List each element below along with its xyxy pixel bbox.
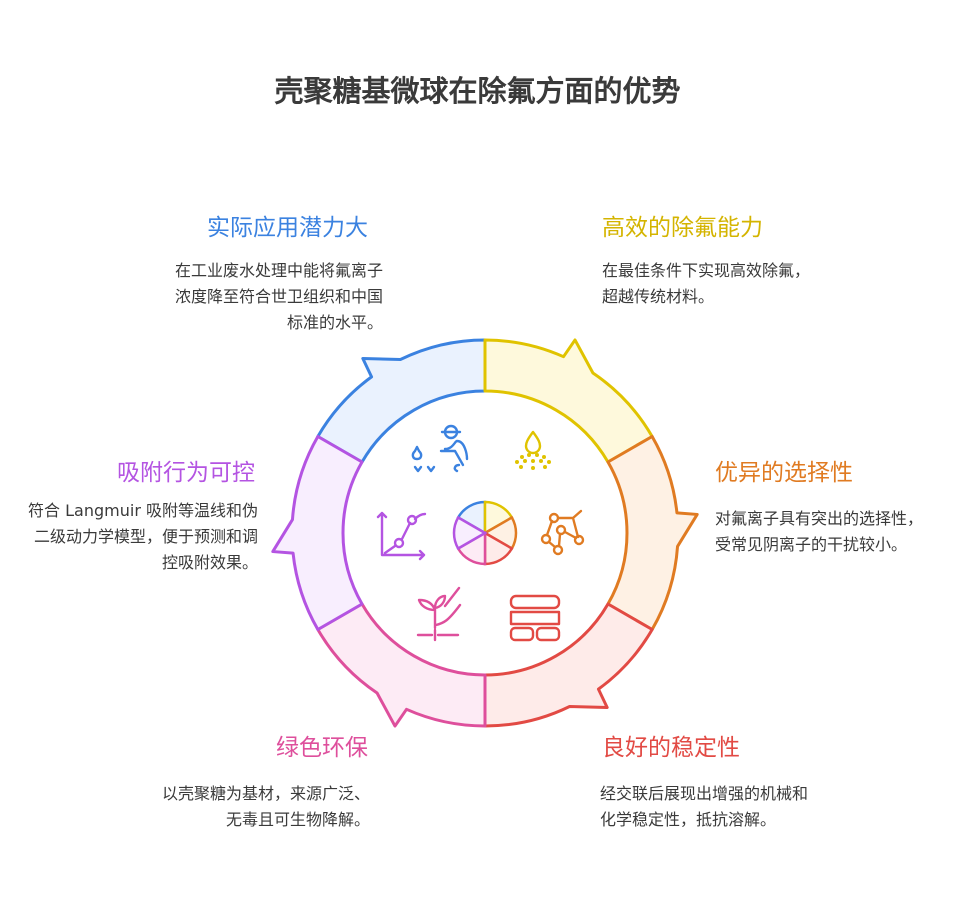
plant-sprout-icon [416, 586, 462, 642]
page-title: 壳聚糖基微球在除氟方面的优势 [274, 74, 681, 108]
ring-segment [483, 338, 654, 464]
line-chart-icon [376, 511, 427, 561]
heading-selectivity: 优异的选择性 [715, 460, 853, 486]
desc-adsorption: 符合 Langmuir 吸附等温线和伪二级动力学模型，便于预测和调控吸附效果。 [28, 501, 258, 572]
heading-adsorption: 吸附行为可控 [117, 460, 255, 486]
ring-segment [316, 338, 487, 464]
desc-green: 以壳聚糖为基材，来源广泛、无毒且可生物降解。 [161, 784, 370, 829]
farmer-watering-icon [411, 424, 469, 473]
ring-segment [606, 435, 699, 631]
ring-segment [316, 602, 487, 728]
heading-efficiency: 高效的除氟能力 [602, 215, 763, 241]
desc-selectivity: 对氟离子具有突出的选择性，受常见阴离子的干扰较小。 [715, 509, 924, 554]
bricks-icon [509, 594, 561, 642]
heading-stability: 良好的稳定性 [602, 735, 740, 761]
heading-green: 绿色环保 [276, 735, 368, 761]
desc-practical: 在工业废水处理中能将氟离子浓度降至符合世卫组织和中国标准的水平。 [174, 261, 383, 332]
pie-slice [452, 515, 488, 551]
network-nodes-icon [540, 509, 585, 556]
desc-stability: 经交联后展现出增强的机械和化学稳定性，抵抗溶解。 [600, 784, 809, 829]
ring-segment [271, 435, 364, 631]
water-drop-spray-icon [515, 430, 551, 470]
heading-practical: 实际应用潜力大 [207, 215, 368, 241]
desc-efficiency: 在最佳条件下实现高效除氟，超越传统材料。 [602, 261, 811, 306]
